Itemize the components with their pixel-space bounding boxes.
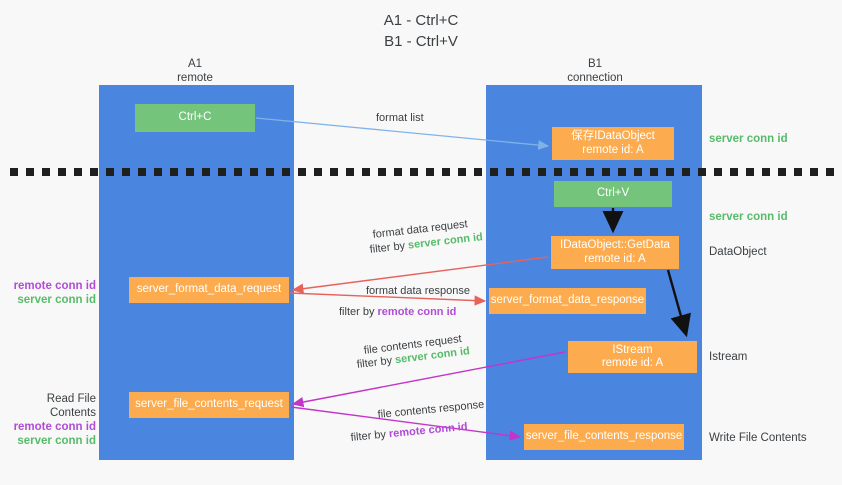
divider-dash (330, 168, 338, 176)
divider-dash (10, 168, 18, 176)
divider-dash (698, 168, 706, 176)
label-file-conn-ids: Read File Contents remote conn id server… (8, 392, 96, 448)
box-server-format-data-request: server_format_data_request (129, 277, 289, 303)
divider-dash (362, 168, 370, 176)
label-file-remote-conn-id: remote conn id (13, 421, 96, 433)
divider-dash (90, 168, 98, 176)
divider-dash (26, 168, 34, 176)
divider-dash (474, 168, 482, 176)
divider-dash (170, 168, 178, 176)
divider-dash (794, 168, 802, 176)
dashed-divider (10, 168, 834, 176)
divider-dash (538, 168, 546, 176)
caption-file-contents-response: file contents response (377, 398, 485, 421)
divider-dash (410, 168, 418, 176)
label-istream: Istream (709, 351, 748, 363)
divider-dash (202, 168, 210, 176)
box-idataobject-getdata: IDataObject::GetData remote id: A (551, 236, 679, 269)
box-server-format-data-response: server_format_data_response (489, 288, 646, 314)
box-ctrl-c: Ctrl+C (135, 104, 255, 132)
filter-value-remote-conn-id: remote conn id (388, 420, 469, 441)
divider-dash (378, 168, 386, 176)
label-server-conn-id-top: server conn id (709, 133, 788, 145)
divider-dash (458, 168, 466, 176)
divider-dash (650, 168, 658, 176)
divider-dash (186, 168, 194, 176)
divider-dash (506, 168, 514, 176)
divider-dash (586, 168, 594, 176)
divider-dash (810, 168, 818, 176)
divider-dash (314, 168, 322, 176)
divider-dash (106, 168, 114, 176)
divider-dash (682, 168, 690, 176)
divider-dash (762, 168, 770, 176)
column-header-a1: A1 remote (177, 58, 213, 84)
label-file-server-conn-id: server conn id (17, 435, 96, 447)
divider-dash (730, 168, 738, 176)
divider-dash (426, 168, 434, 176)
divider-dash (778, 168, 786, 176)
filter-prefix: filter by (339, 306, 378, 318)
filter-value-remote-conn-id: remote conn id (377, 306, 457, 318)
filter-prefix: filter by (369, 239, 409, 256)
divider-dash (554, 168, 562, 176)
divider-dash (442, 168, 450, 176)
divider-dash (746, 168, 754, 176)
box-save-idataobject: 保存IDataObject remote id: A (552, 127, 674, 160)
divider-dash (58, 168, 66, 176)
box-ctrl-v: Ctrl+V (554, 181, 672, 207)
divider-dash (666, 168, 674, 176)
filter-prefix: filter by (356, 354, 396, 371)
label-dataobject: DataObject (709, 246, 767, 258)
divider-dash (522, 168, 530, 176)
divider-dash (74, 168, 82, 176)
label-server-conn-id-second: server conn id (709, 211, 788, 223)
divider-dash (570, 168, 578, 176)
box-istream: IStream remote id: A (568, 341, 697, 373)
divider-dash (122, 168, 130, 176)
divider-dash (42, 168, 50, 176)
page-title: A1 - Ctrl+C B1 - Ctrl+V (383, 12, 459, 50)
label-format-remote-conn-id: remote conn id (13, 280, 96, 292)
divider-dash (634, 168, 642, 176)
divider-dash (618, 168, 626, 176)
divider-dash (218, 168, 226, 176)
label-format-conn-ids: remote conn id server conn id (8, 279, 96, 307)
divider-dash (266, 168, 274, 176)
box-server-file-contents-request: server_file_contents_request (129, 392, 289, 418)
caption-format-list: format list (376, 112, 424, 124)
divider-dash (346, 168, 354, 176)
divider-dash (490, 168, 498, 176)
filter-prefix: filter by (350, 428, 390, 444)
label-write-file-contents: Write File Contents (709, 432, 807, 444)
divider-dash (394, 168, 402, 176)
box-server-file-contents-response: server_file_contents_response (524, 424, 684, 450)
label-read-file-contents: Read File Contents (46, 393, 96, 419)
divider-dash (602, 168, 610, 176)
caption-format-data-response: format data response (366, 285, 470, 297)
divider-dash (714, 168, 722, 176)
label-format-server-conn-id: server conn id (17, 294, 96, 306)
caption-file-contents-response-filter: filter by remote conn id (350, 420, 468, 446)
divider-dash (298, 168, 306, 176)
caption-format-data-response-filter: filter by remote conn id (339, 305, 456, 320)
divider-dash (826, 168, 834, 176)
column-header-b1: B1 connection (567, 58, 623, 84)
divider-dash (234, 168, 242, 176)
divider-dash (138, 168, 146, 176)
divider-dash (282, 168, 290, 176)
divider-dash (154, 168, 162, 176)
divider-dash (250, 168, 258, 176)
